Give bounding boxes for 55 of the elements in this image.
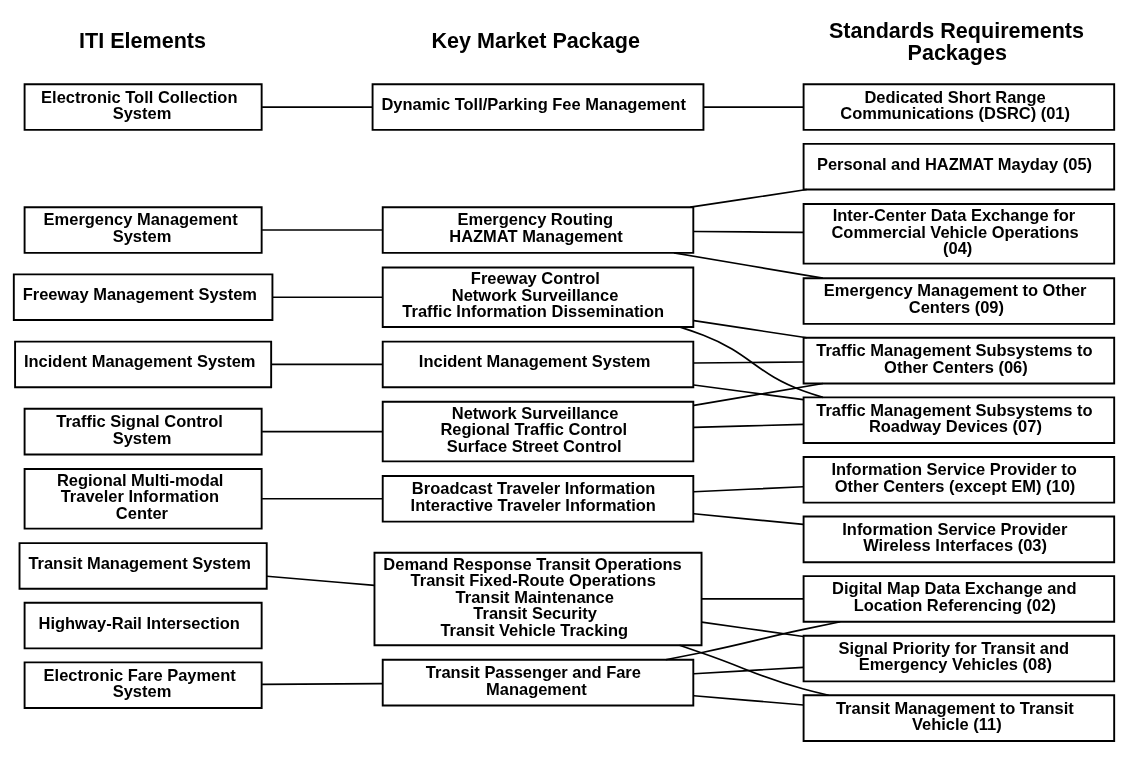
node-box: Highway-Rail Intersection: [23, 601, 263, 649]
connector: [689, 188, 808, 208]
connector: [693, 360, 805, 364]
connector: [693, 382, 824, 406]
connector: [693, 666, 805, 675]
connector: [700, 597, 805, 600]
connector: [693, 485, 805, 493]
connector: [266, 574, 376, 586]
connector: [673, 251, 824, 279]
label: ITI Elements: [79, 27, 207, 53]
node-box: Inter-Center Data Exchange for Commercial Vehicle Operations (04): [802, 202, 1116, 265]
node-box: Freeway Management System: [12, 272, 274, 321]
connector: [261, 682, 384, 685]
label: Standards Requirements Packages: [828, 17, 1084, 65]
connector: [679, 325, 824, 398]
connector: [261, 430, 384, 432]
node-box: Broadcast Traveler Information Interactive Traveler Information: [381, 474, 695, 523]
node-box: Personal and HAZMAT Mayday (05): [802, 142, 1116, 190]
connector: [261, 497, 384, 500]
node-box: Transit Management to Transit Vehicle (11): [802, 693, 1116, 742]
node-box: Information Service Provider Wireless Interfaces (03): [802, 515, 1116, 563]
node-box: Transit Passenger and Fare Management: [381, 658, 695, 706]
node-box: Signal Priority for Transit and Emergency Vehicles (08): [802, 634, 1116, 682]
node-box: Traffic Management Subsystems to Roadway Devices (07): [802, 395, 1116, 444]
node-box: Regional Multi-modal Traveler Information Center: [23, 467, 263, 530]
label: Key Market Package: [431, 27, 640, 53]
connector: [693, 694, 805, 706]
node-box: Transit Management System: [18, 541, 268, 590]
connector: [693, 423, 805, 428]
node-box: Dedicated Short Range Communications (DSRC) (01): [802, 82, 1116, 131]
connector: [693, 230, 805, 233]
node-box: Electronic Toll Collection System: [23, 82, 263, 131]
node-box: Emergency Management System: [23, 205, 263, 254]
node-box: Demand Response Transit Operations Transit Fixed-Route Operations Transit Maintenance Transit Security Transit Vehicle Tracking: [373, 551, 703, 646]
node-box: Electronic Fare Payment System: [23, 660, 263, 709]
node-box: Traffic Signal Control System: [23, 407, 263, 455]
connector: [261, 105, 374, 108]
connector: [703, 105, 805, 108]
connector: [700, 620, 805, 637]
node-box: Emergency Management to Other Centers (09): [802, 276, 1116, 325]
connector: [693, 319, 808, 339]
node-box: Digital Map Data Exchange and Location Referencing (02): [802, 574, 1116, 623]
connector: [693, 512, 805, 525]
node-box: Incident Management System: [14, 340, 273, 388]
node-box: Incident Management System: [381, 340, 695, 388]
node-box: Dynamic Toll/Parking Fee Management: [371, 82, 705, 131]
node-box: Freeway Control Network Surveillance Traffic Information Dissemination: [381, 266, 695, 328]
node-box: Traffic Management Subsystems to Other Centers (06): [802, 336, 1116, 384]
connector: [261, 228, 384, 231]
connector: [693, 383, 805, 400]
connector: [272, 295, 384, 298]
node-box: Emergency Routing HAZMAT Management: [381, 205, 695, 254]
node-box: Network Surveillance Regional Traffic Control Surface Street Control: [381, 400, 695, 462]
node-box: Information Service Provider to Other Centers (except EM) (10): [802, 455, 1116, 504]
connector: [270, 363, 384, 365]
